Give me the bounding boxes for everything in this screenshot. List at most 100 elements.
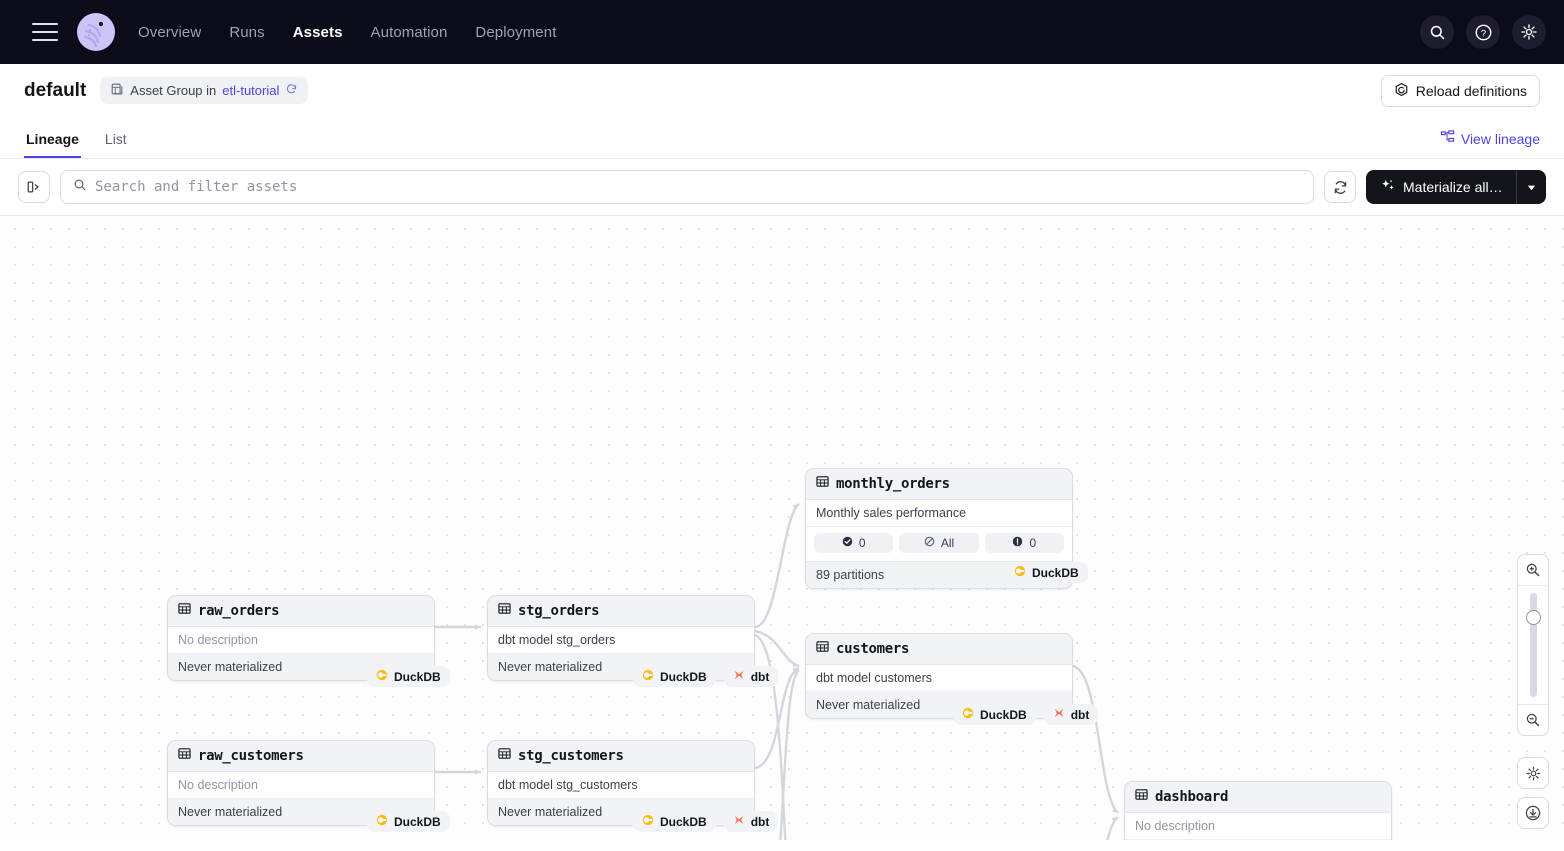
refresh-graph-button[interactable] xyxy=(1324,171,1356,203)
tag-duckdb[interactable]: DuckDB xyxy=(953,704,1036,725)
asset-node-raw-orders[interactable]: raw_orders No description Never material… xyxy=(167,595,435,681)
graph-settings-icon[interactable] xyxy=(1517,757,1549,789)
nav-link-assets[interactable]: Assets xyxy=(292,23,343,41)
partition-badge-missing[interactable]: All xyxy=(899,533,979,553)
tag-label: DuckDB xyxy=(660,669,707,684)
search-icon xyxy=(73,178,87,197)
asset-node-header: raw_orders xyxy=(168,596,434,627)
tag-duckdb[interactable]: DuckDB xyxy=(633,666,716,687)
hamburger-menu-icon[interactable] xyxy=(32,23,58,41)
zoom-out-icon[interactable] xyxy=(1518,705,1548,735)
panel-expand-icon[interactable] xyxy=(18,171,50,203)
page-title: default xyxy=(24,79,87,101)
search-input[interactable] xyxy=(95,179,1301,195)
dagster-logo-icon[interactable] xyxy=(76,12,116,52)
dbt-icon xyxy=(733,814,745,829)
asset-node-monthly-orders[interactable]: monthly_orders Monthly sales performance… xyxy=(805,468,1073,589)
asset-node-description: dbt model stg_orders xyxy=(488,627,754,654)
tag-label: DuckDB xyxy=(980,707,1027,722)
tag-duckdb[interactable]: DuckDB xyxy=(367,811,450,832)
search-filter-assets[interactable] xyxy=(60,170,1314,204)
svg-text:?: ? xyxy=(1480,28,1485,39)
tag-duckdb[interactable]: DuckDB xyxy=(633,811,716,832)
asset-node-dashboard[interactable]: dashboard No description Never materiali… xyxy=(1124,781,1392,840)
gear-icon[interactable] xyxy=(1512,15,1546,49)
reload-definitions-button[interactable]: Reload definitions xyxy=(1380,75,1540,107)
materialize-all-label: Materialize all… xyxy=(1403,179,1503,195)
table-asset-icon xyxy=(498,602,511,620)
asset-group-icon xyxy=(110,82,124,99)
check-circle-icon xyxy=(842,536,853,550)
search-icon[interactable] xyxy=(1420,15,1454,49)
reload-definitions-icon xyxy=(1394,82,1409,100)
asset-node-description: dbt model customers xyxy=(806,665,1072,692)
zoom-slider-track xyxy=(1529,593,1537,697)
tag-duckdb[interactable]: DuckDB xyxy=(367,666,450,687)
partition-badge-materialized[interactable]: 0 xyxy=(814,533,894,553)
chevron-down-icon[interactable] xyxy=(1516,170,1546,204)
tag-dbt[interactable]: dbt xyxy=(723,811,779,832)
graph-toolbar: Materialize all… xyxy=(0,159,1564,216)
lineage-graph-icon xyxy=(1440,130,1455,148)
asset-node-name: customers xyxy=(836,641,910,657)
asset-tag-list: DuckDB dbt xyxy=(633,811,779,832)
materialize-all-button-group: Materialize all… xyxy=(1366,170,1546,204)
table-asset-icon xyxy=(816,640,829,658)
partition-badge-count: All xyxy=(940,536,955,550)
nav-link-runs[interactable]: Runs xyxy=(229,23,265,41)
tab-lineage[interactable]: Lineage xyxy=(24,131,81,158)
help-icon[interactable]: ? xyxy=(1466,15,1500,49)
zoom-slider[interactable] xyxy=(1518,585,1548,705)
duckdb-icon xyxy=(962,707,974,722)
asset-group-chip[interactable]: Asset Group in etl-tutorial xyxy=(100,77,309,104)
nav-link-overview[interactable]: Overview xyxy=(138,23,202,41)
duckdb-icon xyxy=(1014,565,1026,580)
partition-badge-count: 0 xyxy=(1029,536,1037,550)
tag-dbt[interactable]: dbt xyxy=(1043,704,1099,725)
table-asset-icon xyxy=(178,747,191,765)
asset-node-header: customers xyxy=(806,634,1072,665)
zoom-in-icon[interactable] xyxy=(1518,555,1548,585)
nav-link-deployment[interactable]: Deployment xyxy=(475,23,557,41)
tag-dbt[interactable]: dbt xyxy=(723,666,779,687)
asset-tag-list: DuckDB xyxy=(367,811,450,832)
materialize-all-button[interactable]: Materialize all… xyxy=(1366,170,1516,204)
page-header: default Asset Group in etl-tutorial Relo… xyxy=(0,64,1564,117)
asset-node-name: raw_orders xyxy=(198,603,280,619)
lineage-graph-canvas[interactable]: monthly_orders Monthly sales performance… xyxy=(0,216,1564,840)
sparkle-icon xyxy=(1380,178,1396,197)
asset-node-header: dashboard xyxy=(1125,782,1391,813)
asset-node-description: No description xyxy=(168,627,434,654)
slash-circle-icon xyxy=(924,536,935,550)
duckdb-icon xyxy=(642,669,654,684)
zoom-to-fit-icon[interactable] xyxy=(1517,797,1549,829)
tag-label: DuckDB xyxy=(660,814,707,829)
duckdb-icon xyxy=(376,669,388,684)
asset-node-header: stg_customers xyxy=(488,741,754,772)
nav-link-automation[interactable]: Automation xyxy=(370,23,448,41)
asset-node-customers[interactable]: customers dbt model customers Never mate… xyxy=(805,633,1073,719)
asset-tag-list: DuckDB xyxy=(367,666,450,687)
asset-node-name: monthly_orders xyxy=(836,476,950,492)
view-tabs: Lineage List View lineage xyxy=(0,117,1564,159)
asset-group-chip-prefix: Asset Group in xyxy=(130,83,217,98)
tag-label: dbt xyxy=(750,814,770,829)
tag-label: DuckDB xyxy=(394,814,441,829)
duckdb-icon xyxy=(642,814,654,829)
view-lineage-link[interactable]: View lineage xyxy=(1440,130,1540,148)
asset-node-name: raw_customers xyxy=(198,748,304,764)
asset-tag-list: DuckDB dbt xyxy=(953,704,1099,725)
asset-group-link[interactable]: etl-tutorial xyxy=(222,83,280,98)
refresh-icon[interactable] xyxy=(285,83,298,99)
asset-node-name: stg_orders xyxy=(518,603,600,619)
asset-tag-list: DuckDB dbt xyxy=(633,666,779,687)
tag-duckdb[interactable]: DuckDB xyxy=(1005,562,1088,583)
partition-badge-failed[interactable]: 0 xyxy=(984,533,1064,553)
table-asset-icon xyxy=(1135,788,1148,806)
tab-list[interactable]: List xyxy=(104,131,127,147)
tag-label: DuckDB xyxy=(1032,565,1079,580)
zoom-controls xyxy=(1517,554,1549,736)
zoom-slider-handle[interactable] xyxy=(1525,610,1541,625)
tag-label: DuckDB xyxy=(394,669,441,684)
graph-edges xyxy=(435,503,1119,840)
